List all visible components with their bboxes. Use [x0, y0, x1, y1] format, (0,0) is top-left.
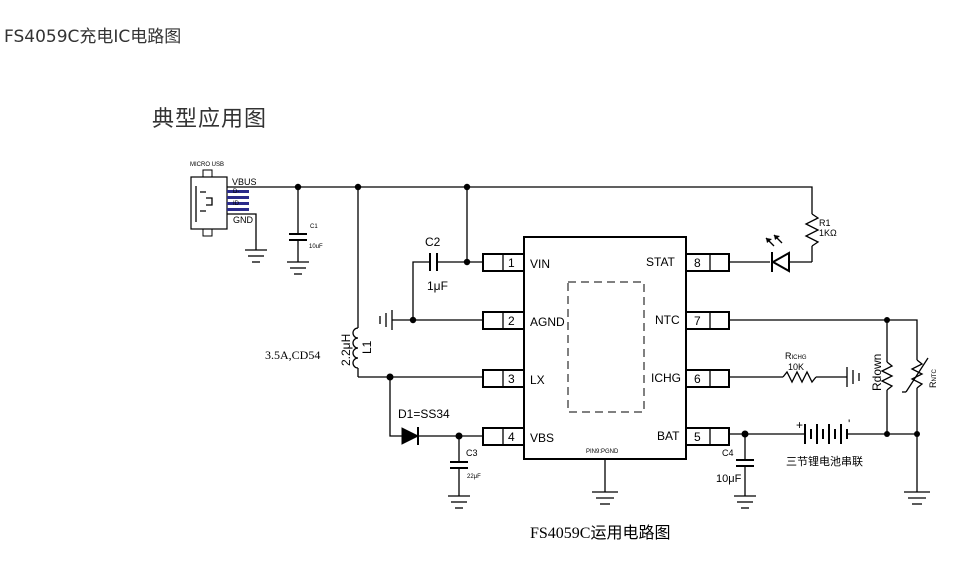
micro-usb-connector: MICRO USB D- ID VBUS GND	[190, 162, 257, 237]
ichg-ground-symbol	[846, 367, 860, 387]
svg-text:C3: C3	[466, 448, 478, 458]
junction-dot	[884, 431, 890, 437]
chip-pad-label: PIN9:PGND	[586, 449, 619, 455]
svg-text:10μF: 10μF	[716, 473, 742, 485]
svg-text:1KΩ: 1KΩ	[819, 228, 837, 238]
pin-1: 1 VIN	[482, 253, 550, 272]
pin-7: 7 NTC	[655, 311, 730, 330]
svg-text:D-: D-	[233, 189, 239, 195]
diagram-caption: FS4059C运用电路图	[530, 524, 670, 542]
svg-text:BAT: BAT	[657, 429, 680, 443]
pin-8: 8 STAT	[646, 253, 730, 272]
svg-text:7: 7	[694, 314, 701, 328]
exposed-pad	[567, 281, 645, 413]
svg-text:8: 8	[694, 256, 701, 270]
svg-text:VBUS: VBUS	[232, 177, 257, 187]
svg-text:C4: C4	[722, 448, 734, 458]
junction-dot	[914, 431, 920, 437]
pin-2: 2 AGND	[482, 311, 565, 330]
svg-text:': '	[848, 417, 850, 431]
svg-text:1μF: 1μF	[427, 279, 448, 293]
battery-pack: + ' 三节锂电池串联	[786, 417, 863, 468]
svg-text:LX: LX	[530, 373, 545, 387]
svg-text:NTC: NTC	[655, 313, 680, 327]
svg-text:4: 4	[508, 430, 515, 444]
svg-text:L1: L1	[360, 340, 374, 354]
led-indicator	[729, 234, 812, 273]
svg-text:MICRO USB: MICRO USB	[190, 162, 224, 168]
capacitor-c3: C3 22μF	[448, 436, 481, 509]
svg-text:GND: GND	[233, 215, 254, 225]
pgnd-ground-symbol	[592, 459, 618, 505]
svg-text:三节锂电池串联: 三节锂电池串联	[786, 454, 863, 468]
svg-text:ID: ID	[233, 201, 240, 207]
page-title: FS4059C充电IC电路图	[4, 27, 182, 47]
resistor-richg: RICHG 10K	[729, 351, 847, 384]
resistor-rdown: Rdown	[870, 320, 894, 434]
svg-text:1: 1	[508, 256, 515, 270]
capacitor-c4: C4 10μF	[716, 434, 756, 509]
junction-dot	[463, 258, 471, 266]
junction-dot	[409, 316, 417, 324]
resistor-r1: R1 1KΩ	[804, 213, 837, 262]
svg-text:3: 3	[508, 372, 515, 386]
pin-3: 3 LX	[482, 369, 545, 388]
svg-text:+: +	[796, 418, 803, 432]
svg-text:C2: C2	[425, 235, 441, 249]
svg-text:C1: C1	[310, 224, 318, 230]
svg-text:10K: 10K	[788, 362, 804, 372]
svg-text:R1: R1	[819, 218, 831, 228]
svg-text:Rdown: Rdown	[870, 354, 884, 391]
section-title: 典型应用图	[152, 107, 268, 132]
svg-text:ICHG: ICHG	[651, 371, 681, 385]
svg-text:2: 2	[508, 314, 515, 328]
usb-ground-symbol	[245, 249, 267, 263]
capacitor-c2: C2 1μF	[412, 235, 467, 320]
pin-5: 5 BAT	[657, 427, 730, 446]
svg-text:3.5A,CD54: 3.5A,CD54	[265, 348, 320, 362]
svg-text:5: 5	[694, 430, 701, 444]
svg-text:STAT: STAT	[646, 255, 676, 269]
pin-6: 6 ICHG	[651, 369, 730, 388]
svg-text:6: 6	[694, 372, 701, 386]
pin-4: 4 VBS	[482, 427, 554, 446]
svg-text:AGND: AGND	[530, 315, 565, 329]
svg-text:2.2μH: 2.2μH	[339, 334, 353, 366]
resistor-rntc: RNTC	[902, 357, 938, 505]
inductor-l1: 2.2μH L1 3.5A,CD54	[265, 187, 374, 377]
svg-text:VBS: VBS	[530, 431, 554, 445]
agnd-ground-symbol	[379, 310, 393, 330]
svg-text:D1=SS34: D1=SS34	[398, 407, 450, 421]
svg-text:RNTC: RNTC	[928, 369, 938, 388]
svg-text:22μF: 22μF	[467, 474, 481, 480]
diode-d1: D1=SS34	[389, 377, 483, 445]
svg-text:10uF: 10uF	[309, 244, 323, 250]
svg-text:RICHG: RICHG	[785, 351, 807, 361]
svg-text:VIN: VIN	[530, 257, 550, 271]
capacitor-c1: C1 10uF	[287, 187, 323, 275]
